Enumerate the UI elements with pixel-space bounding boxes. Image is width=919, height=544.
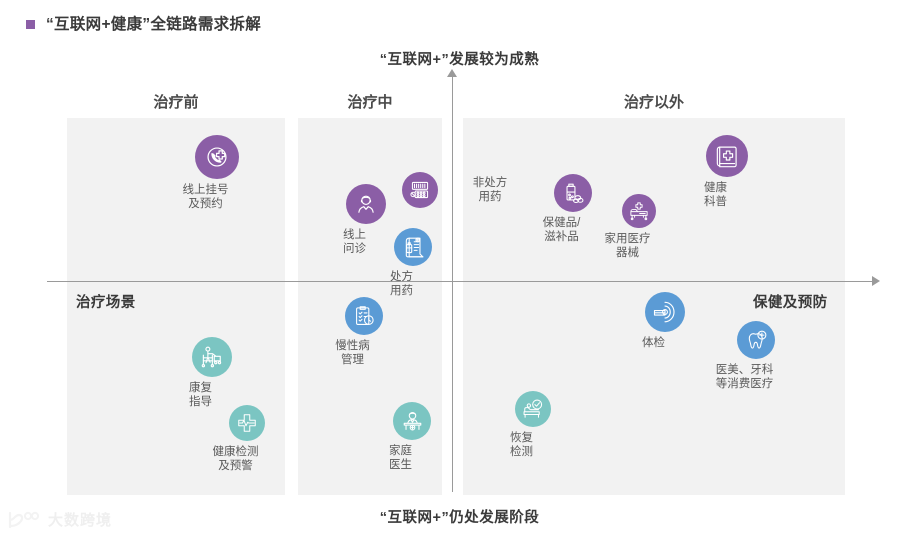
bullet-icon (26, 19, 35, 29)
node-chronic-disease-management[interactable]: 慢性病 管理 (335, 297, 383, 367)
node-recovery-monitoring[interactable]: 恢复 检测 (510, 391, 551, 459)
node-prescription-medicine[interactable]: 处方 用药 (390, 228, 432, 298)
page-title: “互联网+健康”全链路需求拆解 (26, 12, 261, 34)
quadrant-label-prevention: 保健及预防 (753, 295, 828, 311)
hospital-bed-icon (622, 194, 656, 228)
quadrant-label-treatment: 治疗场景 (76, 295, 136, 311)
axis-bottom-label: “互联网+”仍处发展阶段 (379, 510, 540, 526)
node-label: 家庭 医生 (389, 445, 412, 471)
column-header-during: 治疗中 (347, 94, 393, 111)
family-doctor-icon (393, 402, 431, 440)
prescription-icon (394, 228, 432, 266)
node-label: 处方 用药 (390, 271, 413, 297)
node-label: 医美、牙科 等消费医疗 (715, 364, 774, 390)
node-health-education[interactable]: 健康 科普 (704, 135, 748, 209)
node-label: 体检 (642, 337, 665, 349)
tooth-plus-icon (737, 321, 775, 359)
watermark-text: 大数跨境 (48, 512, 113, 529)
node-health-monitoring[interactable]: 健康检测 及预警 (213, 405, 265, 473)
axis-top-label: “互联网+”发展较为成熟 (379, 52, 540, 68)
supplement-bottle-icon (554, 174, 592, 212)
column-header-before: 治疗前 (153, 94, 199, 111)
watermark: 大数跨境 (8, 509, 112, 530)
node-label: 健康 科普 (704, 182, 727, 208)
phone-cross-icon (195, 135, 239, 179)
mri-scanner-icon (645, 292, 685, 332)
book-cross-icon (706, 135, 748, 177)
clipboard-clock-icon (345, 297, 383, 335)
doctor-headset-icon (346, 184, 386, 224)
vertical-axis (452, 72, 453, 492)
node-label: 保健品/ 滋补品 (542, 217, 581, 243)
horizontal-axis (47, 281, 875, 282)
node-label: 健康检测 及预警 (212, 446, 259, 472)
bed-check-icon (515, 391, 551, 427)
node-rehab-guidance[interactable]: 康复 指导 (189, 337, 232, 409)
node-label: 线上挂号 及预约 (182, 184, 229, 210)
node-label: 恢复 检测 (510, 432, 533, 458)
pulse-cross-icon (229, 405, 265, 441)
node-physical-examination[interactable]: 体检 (642, 292, 685, 350)
vertical-axis-arrow-icon (447, 69, 457, 77)
node-aesthetic-dental-care[interactable]: 医美、牙科 等消费医疗 (716, 321, 775, 391)
node-label: 家用医疗 器械 (604, 233, 651, 259)
node-label: 康复 指导 (189, 382, 212, 408)
rehab-walker-icon (192, 337, 232, 377)
pill-pack-icon (402, 172, 438, 208)
node-label: 慢性病 管理 (335, 340, 370, 366)
node-online-registration[interactable]: 线上挂号 及预约 (183, 135, 239, 211)
node-otc-medicine[interactable] (402, 172, 438, 208)
watermark-logo-icon (8, 511, 40, 528)
node-home-medical-devices[interactable]: 家用医疗 器械 (605, 194, 656, 260)
node-health-supplements[interactable]: 保健品/ 滋补品 (543, 174, 592, 244)
node-label-otc-medicine: 非处方 用药 (472, 177, 508, 203)
node-label: 线上 问诊 (343, 229, 366, 255)
horizontal-axis-arrow-icon (872, 276, 880, 286)
node-online-consultation[interactable]: 线上 问诊 (343, 184, 386, 256)
node-family-doctor[interactable]: 家庭 医生 (389, 402, 431, 472)
column-header-beyond: 治疗以外 (623, 94, 684, 111)
page-title-text: “互联网+健康”全链路需求拆解 (46, 16, 262, 33)
